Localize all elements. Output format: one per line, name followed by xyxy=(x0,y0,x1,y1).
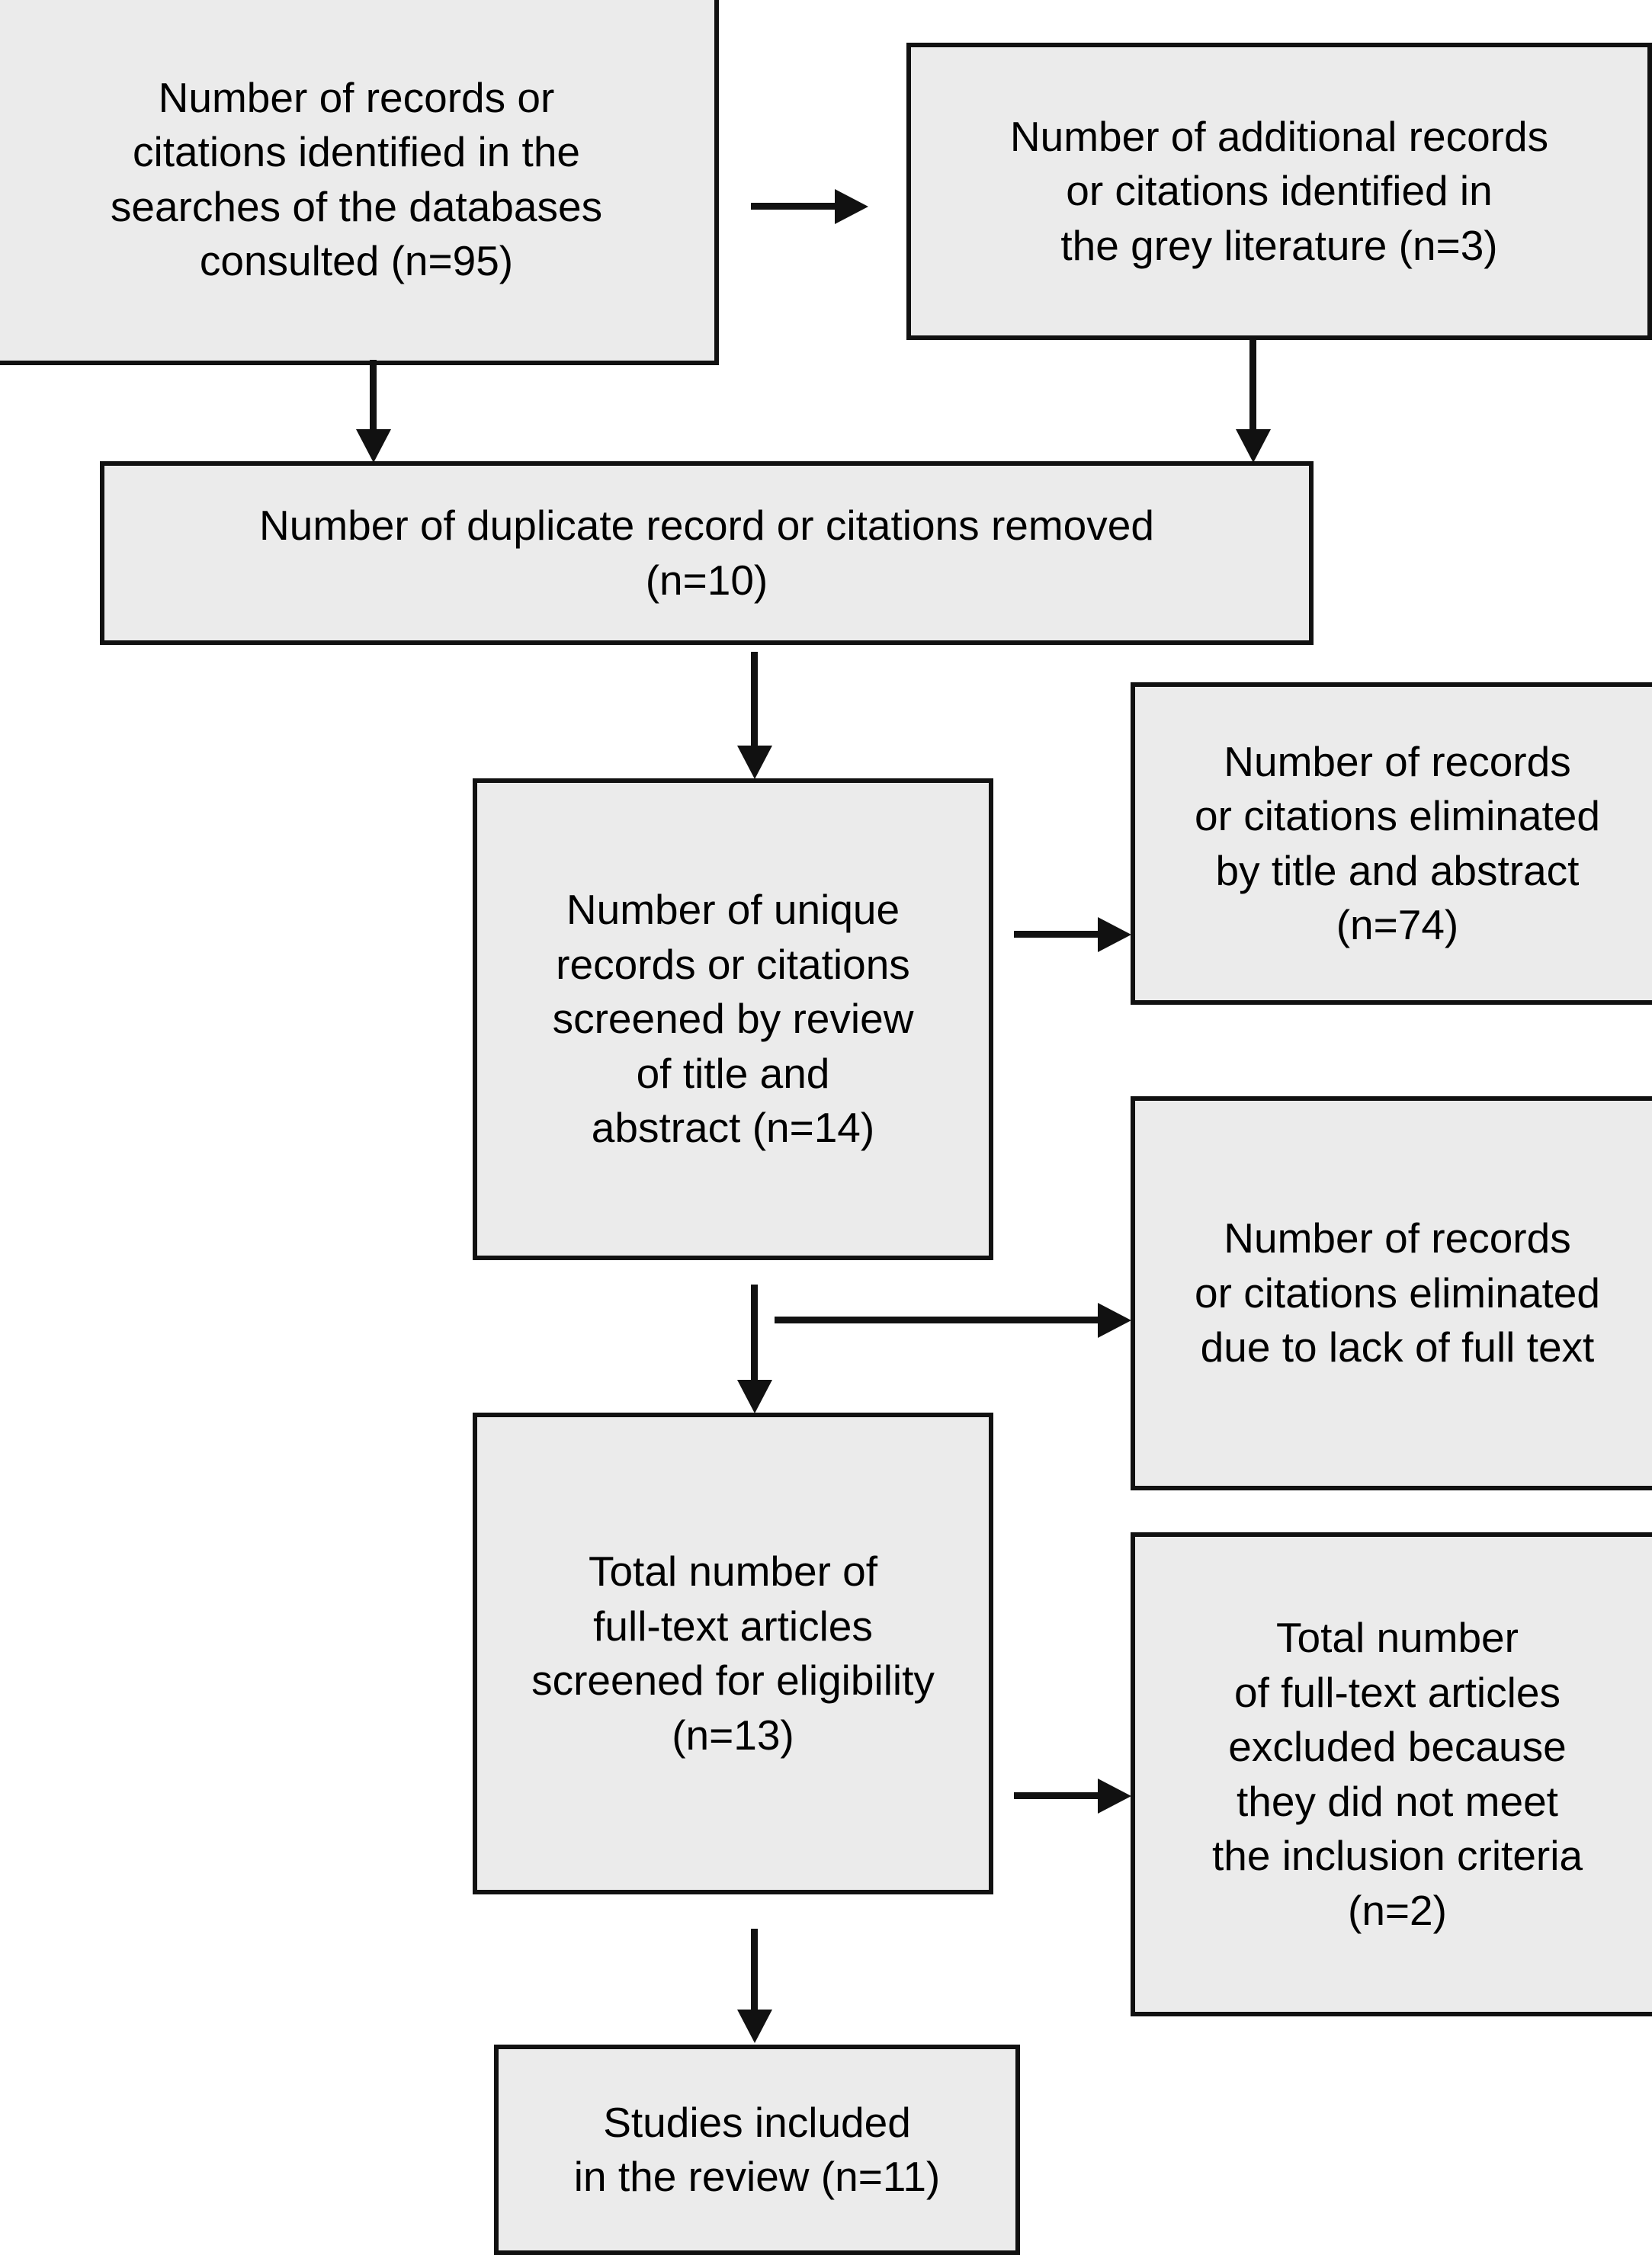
arrowhead-down-icon xyxy=(1236,429,1271,463)
node-records-identified-databases: Number of records or citations identifie… xyxy=(0,0,719,365)
node-label: Total number of full-text articles exclu… xyxy=(1211,1614,1583,1934)
arrowhead-down-icon xyxy=(737,2010,772,2043)
arrowhead-down-icon xyxy=(737,1380,772,1413)
node-label: Studies included in the review (n=11) xyxy=(573,2098,941,2201)
node-eliminated-by-title-abstract: Number of records or citations eliminate… xyxy=(1131,682,1652,1005)
arrow-shaft xyxy=(1249,340,1256,433)
arrow-shaft xyxy=(751,652,758,749)
node-label: Number of additional records or citation… xyxy=(1009,112,1549,269)
arrowhead-down-icon xyxy=(737,746,772,779)
arrow-shaft xyxy=(751,1929,758,2013)
arrowhead-right-icon xyxy=(835,189,868,224)
arrow-shaft xyxy=(1014,1792,1100,1799)
node-label: Total number of full-text articles scree… xyxy=(531,1548,935,1759)
arrowhead-right-icon xyxy=(1098,917,1131,952)
arrowhead-down-icon xyxy=(356,429,391,463)
node-studies-included: Studies included in the review (n=11) xyxy=(494,2045,1020,2255)
node-label: Number of unique records or citations sc… xyxy=(552,886,914,1152)
node-label: Number of records or citations eliminate… xyxy=(1195,737,1600,949)
node-fulltext-excluded-inclusion-criteria: Total number of full-text articles exclu… xyxy=(1131,1532,1652,2016)
node-eliminated-lack-of-full-text: Number of records or citations eliminate… xyxy=(1131,1096,1652,1490)
node-additional-records-grey-literature: Number of additional records or citation… xyxy=(906,43,1652,340)
arrow-shaft xyxy=(751,203,835,210)
arrow-shaft xyxy=(775,1317,1101,1323)
node-duplicates-removed: Number of duplicate record or citations … xyxy=(100,461,1314,645)
arrow-shaft xyxy=(1014,931,1100,938)
arrowhead-right-icon xyxy=(1098,1303,1131,1338)
arrow-shaft xyxy=(370,360,377,432)
node-label: Number of duplicate record or citations … xyxy=(259,502,1154,604)
node-label: Number of records or citations identifie… xyxy=(110,73,603,285)
arrowhead-right-icon xyxy=(1098,1779,1131,1814)
node-unique-records-screened: Number of unique records or citations sc… xyxy=(473,778,993,1260)
arrow-shaft xyxy=(751,1285,758,1384)
node-fulltext-screened-eligibility: Total number of full-text articles scree… xyxy=(473,1413,993,1894)
node-label: Number of records or citations eliminate… xyxy=(1195,1214,1600,1371)
